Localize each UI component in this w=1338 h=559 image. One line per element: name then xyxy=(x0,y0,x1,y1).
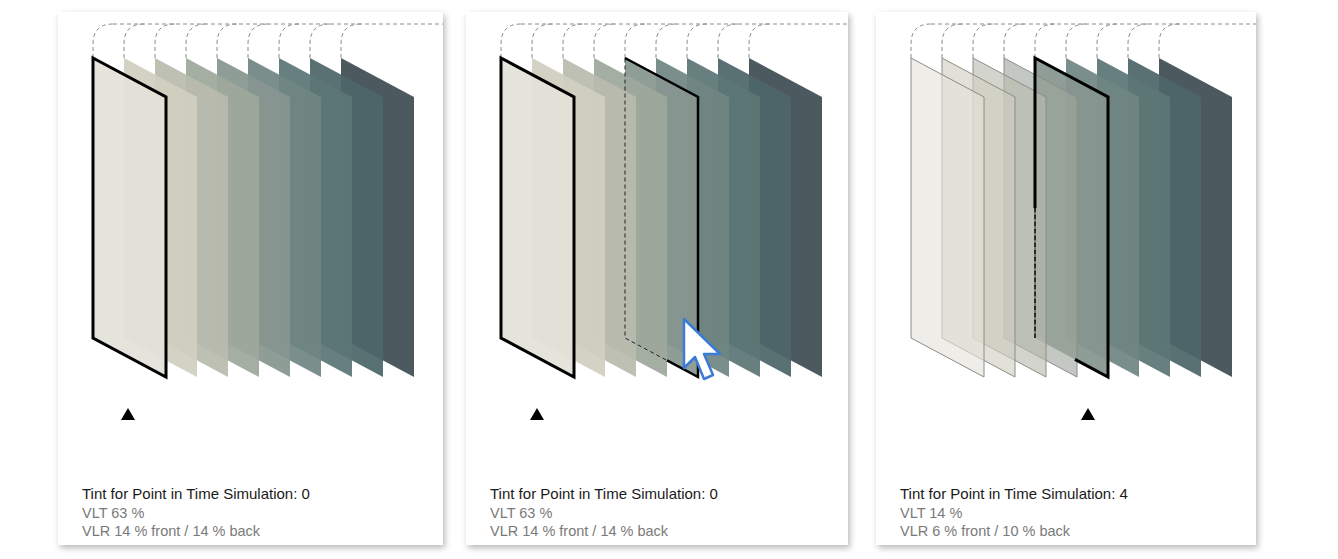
track-hanger xyxy=(341,24,361,58)
selected-pane-outline xyxy=(501,58,574,377)
tint-property: VLT 63 % xyxy=(490,504,836,522)
glass-pane xyxy=(911,58,984,377)
tint-card: Tint for Point in Time Simulation: 0VLT … xyxy=(58,12,443,545)
track-hanger xyxy=(718,24,738,58)
track-hanger xyxy=(594,24,614,58)
tint-card-art xyxy=(466,12,848,545)
track-hanger xyxy=(1066,24,1086,58)
selected-pane-outline xyxy=(93,58,166,377)
track-hanger xyxy=(563,24,583,58)
track-hanger xyxy=(124,24,144,58)
track-hanger xyxy=(911,24,931,58)
track-hanger xyxy=(155,24,175,58)
track-hanger xyxy=(973,24,993,58)
track-hanger xyxy=(217,24,237,58)
mouse-cursor xyxy=(684,319,720,379)
glass-pane xyxy=(501,58,574,377)
selection-marker xyxy=(1081,408,1095,420)
track-hanger xyxy=(625,24,645,58)
track-hanger xyxy=(1159,24,1179,58)
tint-property: VLR 14 % front / 14 % back xyxy=(82,522,431,540)
hidden-edge xyxy=(1034,208,1036,338)
glass-pane xyxy=(93,58,166,377)
track-hanger xyxy=(532,24,552,58)
tint-property: VLR 14 % front / 14 % back xyxy=(490,522,836,540)
tint-track xyxy=(911,24,1256,58)
tint-label: Tint for Point in Time Simulation: 4 xyxy=(900,485,1244,503)
track-hanger xyxy=(248,24,268,58)
track-hanger xyxy=(687,24,707,58)
track-hanger xyxy=(93,24,113,58)
selection-marker xyxy=(121,408,135,420)
track-hanger xyxy=(279,24,299,58)
card-background xyxy=(58,12,443,545)
track-hanger xyxy=(1097,24,1117,58)
track-hanger xyxy=(310,24,330,58)
selected-pane-outline xyxy=(1035,58,1108,377)
track-line xyxy=(521,24,848,25)
tint-card-art xyxy=(58,12,443,545)
tint-property: VLR 6 % front / 10 % back xyxy=(900,522,1244,540)
tint-label: Tint for Point in Time Simulation: 0 xyxy=(82,485,431,503)
tint-card-art xyxy=(876,12,1256,545)
tint-card: Tint for Point in Time Simulation: 0VLT … xyxy=(466,12,848,545)
tint-track xyxy=(93,24,443,58)
track-hanger xyxy=(1035,24,1055,58)
tint-property: VLT 63 % xyxy=(82,504,431,522)
track-hanger xyxy=(749,24,769,58)
track-hanger xyxy=(186,24,206,58)
track-line xyxy=(113,24,443,25)
selection-marker xyxy=(530,408,544,420)
track-hanger xyxy=(501,24,521,58)
track-hanger xyxy=(942,24,962,58)
track-hanger xyxy=(656,24,676,58)
track-hanger xyxy=(1004,24,1024,58)
track-line xyxy=(931,24,1256,25)
card-background xyxy=(876,12,1256,545)
tint-property: VLT 14 % xyxy=(900,504,1244,522)
tint-track xyxy=(501,24,848,58)
tint-label: Tint for Point in Time Simulation: 0 xyxy=(490,485,836,503)
track-hanger xyxy=(1128,24,1148,58)
card-background xyxy=(466,12,848,545)
tint-card: Tint for Point in Time Simulation: 4VLT … xyxy=(876,12,1256,545)
